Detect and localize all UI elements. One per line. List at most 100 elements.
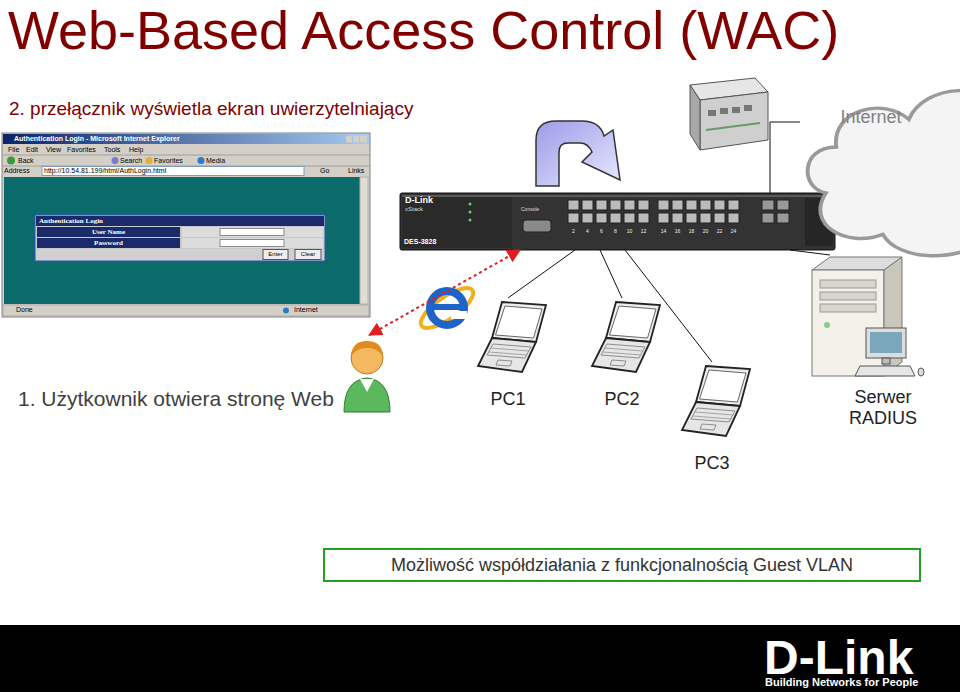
pc: PC2	[582, 298, 662, 412]
login-form-panel	[182, 227, 323, 237]
login-form-panel	[220, 229, 284, 236]
network-cable	[790, 250, 830, 255]
server-tower	[820, 280, 876, 288]
switch-port	[762, 200, 774, 210]
switch-port	[777, 200, 789, 210]
node-text: 10	[624, 229, 636, 235]
user: 1. Użytkownik otwiera stronę Web	[14, 335, 392, 415]
node-text: Done	[16, 306, 33, 314]
switch-port	[610, 213, 621, 223]
switch-port	[568, 200, 579, 210]
router	[720, 108, 728, 114]
step-caption: 2. przełącznik wyświetla ekran uwierzyte…	[9, 98, 413, 120]
login-form-panel	[35, 215, 325, 261]
browser-icon	[430, 291, 464, 325]
node-text: 1. Użytkownik otwiera stronę Web	[18, 387, 334, 411]
switch-port	[596, 213, 607, 223]
http-request-arrow	[369, 250, 520, 335]
workstation	[870, 332, 902, 353]
browser-window	[360, 136, 367, 143]
radius-server: Serwer RADIUS	[805, 255, 930, 435]
node-text: 6	[596, 229, 608, 235]
server-tower	[824, 322, 830, 328]
router	[690, 78, 768, 150]
login-form-panel	[36, 249, 324, 260]
switch-port	[582, 200, 593, 210]
node-text: Links	[348, 167, 364, 175]
switch-port	[568, 200, 789, 223]
node-text: Favorites	[67, 146, 96, 154]
server-tower	[812, 257, 902, 376]
node-text: View	[46, 146, 61, 154]
network-cable	[770, 122, 800, 193]
node-text: Internet	[294, 306, 318, 314]
switch-port	[728, 200, 739, 210]
browser-window	[4, 177, 360, 304]
browser-window	[198, 157, 205, 164]
node-text: Możliwość współdziałania z funkcjonalnoś…	[325, 555, 919, 576]
workstation	[855, 328, 924, 376]
user-icon	[351, 341, 383, 356]
browser-icon	[451, 311, 467, 319]
node-text: Password	[37, 239, 180, 247]
network-cable	[508, 250, 575, 298]
switch-chassis	[469, 203, 472, 206]
slide-title: Web-Based Access Control (WAC)	[8, 0, 839, 61]
network-cable	[625, 250, 712, 362]
redirect-arrow	[536, 121, 620, 186]
switch-port	[686, 200, 697, 210]
router	[708, 110, 716, 116]
switch-port	[728, 213, 739, 223]
router	[700, 92, 768, 150]
node-text: 8	[610, 229, 622, 235]
node-text: 18	[686, 229, 698, 235]
user-icon	[344, 341, 390, 412]
browser-icon	[415, 281, 478, 335]
node-text: 16	[672, 229, 684, 235]
switch-chassis	[400, 193, 835, 250]
switch-port	[672, 213, 683, 223]
browser-window	[3, 305, 369, 316]
workstation	[918, 368, 924, 376]
enter-button: Enter	[263, 250, 288, 260]
user-icon	[344, 378, 390, 412]
node-text: 4	[582, 229, 594, 235]
node-text: Favorites	[154, 157, 183, 165]
note-box: Możliwość współdziałania z funkcjonalnoś…	[323, 548, 921, 582]
node-text: Address	[4, 167, 30, 175]
workstation	[882, 358, 890, 364]
laptop	[682, 366, 750, 436]
network-switch: D-LinkxStackDES-3828Console2468101214161…	[400, 193, 835, 250]
clear-button: Clear	[295, 250, 321, 260]
login-form-panel	[220, 240, 284, 247]
node-text: 20	[700, 229, 712, 235]
login-form-panel	[263, 250, 288, 260]
node-text: Authentication Login	[39, 217, 103, 225]
browser-window	[346, 136, 352, 143]
login-form: Authentication LoginUser NamePasswordEnt…	[35, 215, 325, 261]
pc: PC1	[468, 298, 548, 412]
login-form-panel	[37, 238, 180, 248]
laptop	[478, 302, 546, 372]
browser-window	[2, 133, 370, 317]
browser-window	[42, 167, 304, 176]
node-text: 12	[638, 229, 650, 235]
user-icon	[360, 379, 374, 392]
browser-window	[7, 157, 15, 165]
node-text: Go	[320, 167, 329, 175]
login-form-panel	[182, 238, 323, 248]
router	[744, 105, 752, 111]
node-text: 2	[568, 229, 580, 235]
switch-port	[610, 200, 621, 210]
browser-screenshot: Authentication Login - Microsoft Interne…	[2, 133, 370, 317]
node-text: Edit	[26, 146, 38, 154]
browser-icon	[431, 304, 463, 310]
switch-port	[638, 200, 649, 210]
router	[732, 107, 740, 113]
browser-window	[283, 308, 289, 314]
node-text: PC2	[582, 389, 662, 410]
node-text: PC3	[672, 453, 752, 474]
browser-window	[360, 177, 368, 304]
node-text: PC1	[468, 389, 548, 410]
